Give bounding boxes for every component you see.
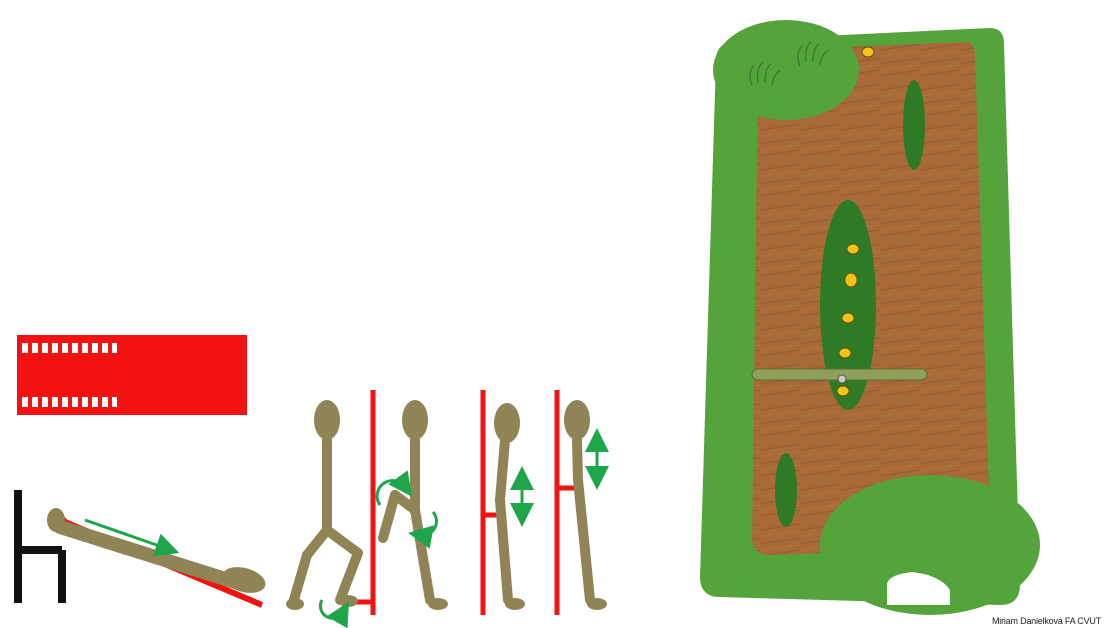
climbing-board (700, 20, 1040, 615)
climbing-holds (836, 46, 875, 397)
leg-rotation-figures (286, 390, 448, 628)
chair-icon (14, 490, 66, 603)
red-mat-icon (17, 335, 247, 415)
hand-icon-right (797, 41, 829, 67)
bottom-platform (820, 475, 1040, 615)
exit-arch (887, 572, 950, 605)
slide-arrow (84, 518, 180, 557)
figure-head (222, 567, 266, 593)
lying-slide-figure (14, 490, 266, 608)
top-platform (713, 20, 859, 120)
hand-icon (749, 61, 781, 86)
figure-body (53, 520, 242, 589)
author-credit: Miriam Danielková FA CVUT (991, 616, 1101, 626)
balance-bar (751, 368, 928, 384)
wall-slide-figures (480, 390, 609, 615)
